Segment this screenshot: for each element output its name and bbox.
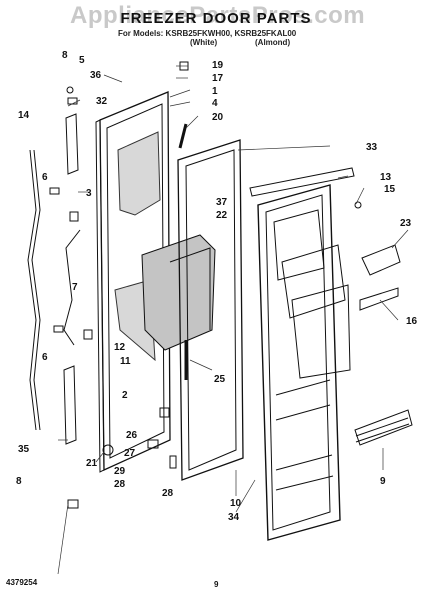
callout-5: 5 <box>79 55 85 66</box>
callout-12: 12 <box>114 342 126 353</box>
model-line: For Models: KSRB25FKWH00, KSRB25FKAL00 <box>118 29 297 38</box>
callout-21: 21 <box>86 458 98 469</box>
part-number: 4379254 <box>6 578 38 587</box>
hardware-parts <box>49 61 362 509</box>
callout-34: 34 <box>228 512 240 523</box>
callout-6: 6 <box>42 172 48 183</box>
callout-7: 7 <box>72 282 78 293</box>
ice-chute-duct <box>141 234 216 351</box>
callout-22: 22 <box>216 210 228 221</box>
callout-28-lower: 28 <box>162 488 174 499</box>
callout-19: 19 <box>212 60 224 71</box>
color-white-label: (White) <box>190 38 218 47</box>
callout-11: 11 <box>120 356 131 367</box>
callout-32: 32 <box>96 96 108 107</box>
door-bins <box>354 244 413 446</box>
callout-8: 8 <box>62 50 68 61</box>
callout-36: 36 <box>90 70 102 81</box>
leader-lines <box>57 65 409 575</box>
callout-35: 35 <box>18 444 30 455</box>
watermark-text: AppliancePartsPros.com <box>70 2 366 29</box>
callout-10: 10 <box>230 498 242 509</box>
callout-14: 14 <box>18 110 30 121</box>
callout-16: 16 <box>406 316 418 327</box>
callout-25: 25 <box>214 374 226 385</box>
color-almond-label: (Almond) <box>255 38 291 47</box>
callout-28: 28 <box>114 479 126 490</box>
callout-29: 29 <box>114 466 126 477</box>
callout-6-lower: 6 <box>42 352 48 363</box>
outer-door-panel <box>257 184 351 541</box>
callout-27: 27 <box>124 448 136 459</box>
callout-8-lower: 8 <box>16 476 22 487</box>
callout-17: 17 <box>212 73 224 84</box>
side-trims <box>27 113 81 445</box>
callout-26: 26 <box>126 430 138 441</box>
callout-20: 20 <box>212 112 224 123</box>
page-number: 9 <box>214 580 219 589</box>
callout-13: 13 <box>380 172 392 183</box>
callout-labels: 8 5 36 32 19 17 1 4 20 14 6 3 33 13 15 3… <box>16 50 418 523</box>
page-title: FREEZER DOOR PARTS <box>120 10 312 27</box>
callout-2: 2 <box>122 390 128 401</box>
callout-1: 1 <box>212 86 218 97</box>
callout-23: 23 <box>400 218 412 229</box>
door-gasket <box>177 139 244 481</box>
inner-door-panel <box>95 91 171 473</box>
callout-4: 4 <box>212 98 218 109</box>
callout-37: 37 <box>216 197 228 208</box>
callout-33: 33 <box>366 142 378 153</box>
callout-3: 3 <box>86 188 92 199</box>
top-trim <box>249 167 355 197</box>
callout-15: 15 <box>384 184 396 195</box>
callout-9: 9 <box>380 476 386 487</box>
